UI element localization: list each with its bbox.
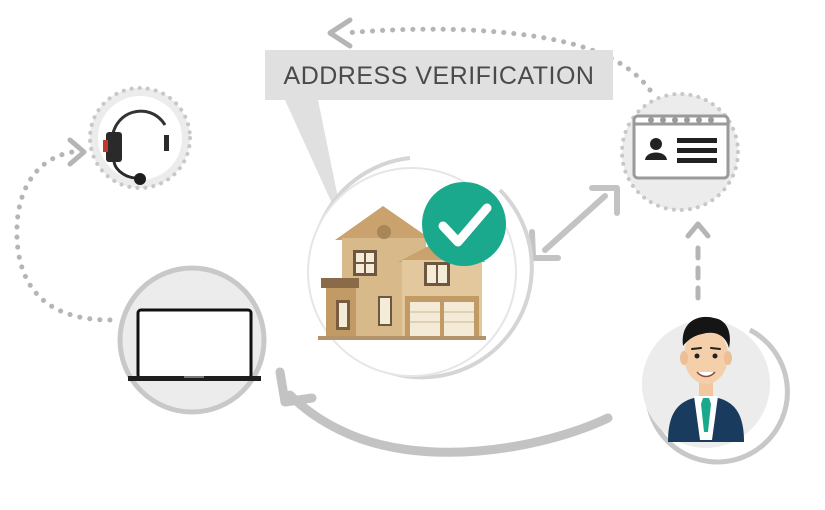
laptop-node: [117, 265, 267, 415]
curved-arrow-bottom: [275, 367, 613, 457]
dotted-connector-left: [14, 137, 113, 323]
support-node: [88, 86, 192, 190]
arrowhead-bottom: [275, 367, 317, 407]
checkmark-icon: [422, 182, 506, 266]
id-card-node: [620, 92, 740, 212]
laptop-icon: [128, 308, 261, 381]
house-node: [307, 156, 534, 380]
businessman-icon: [668, 316, 744, 442]
callout-pointer: [285, 100, 345, 232]
double-arrow-connector: [529, 185, 620, 261]
title-callout: ADDRESS VERIFICATION: [265, 50, 613, 232]
customer-node: [642, 316, 790, 465]
callout-title: ADDRESS VERIFICATION: [284, 62, 595, 90]
dashed-connector-right: [685, 221, 711, 301]
id-card-icon: [632, 114, 730, 180]
house-icon: [318, 206, 486, 340]
arrowhead-right-up: [685, 221, 711, 239]
headset-icon: [103, 109, 169, 185]
callout-box: [265, 50, 613, 100]
arrowhead-top: [327, 17, 353, 49]
arrowhead-left: [67, 137, 87, 167]
dotted-connector-top: [327, 17, 653, 93]
